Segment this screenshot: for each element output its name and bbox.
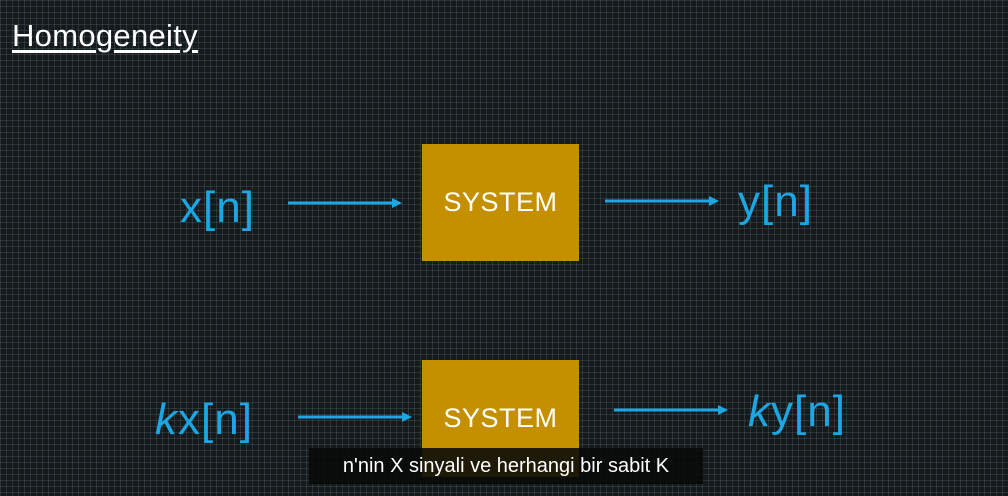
- system-label: SYSTEM: [443, 187, 558, 217]
- scaled-output-arrow-icon: [614, 405, 728, 415]
- page-title: Homogeneity: [12, 18, 198, 53]
- subtitle-caption: n'nin X sinyali ve herhangi bir sabit K: [309, 448, 703, 484]
- output-scale-constant: k: [748, 387, 771, 436]
- input-signal-text: x[n]: [178, 395, 253, 444]
- scaled-input-signal-label: kx[n]: [155, 398, 253, 442]
- scaled-output-signal-label: ky[n]: [748, 390, 846, 434]
- input-arrow-icon: [288, 198, 402, 208]
- output-arrow-icon: [605, 196, 719, 206]
- input-signal-label: x[n]: [180, 183, 255, 232]
- output-signal-label: y[n]: [738, 177, 813, 226]
- system-box: SYSTEM: [422, 144, 579, 261]
- system-label-2: SYSTEM: [443, 403, 558, 433]
- input-scale-constant: k: [155, 395, 178, 444]
- output-signal-text: y[n]: [771, 387, 846, 436]
- scaled-input-arrow-icon: [298, 412, 412, 422]
